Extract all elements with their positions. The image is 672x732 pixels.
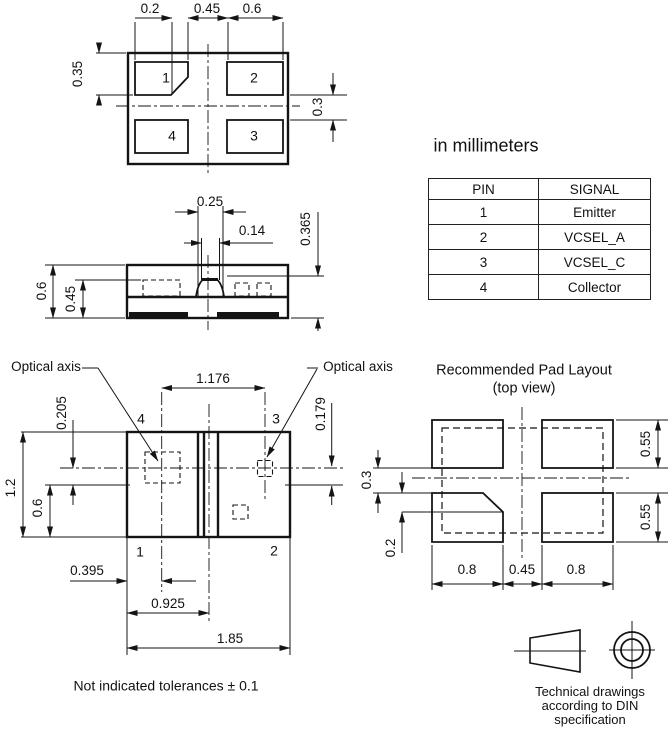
dim-row-gap: 0.3	[309, 97, 325, 117]
hidden-die-mid	[234, 282, 250, 297]
bottom-pad-3-label: 3	[272, 410, 280, 427]
table-row: 3 VCSEL_C	[428, 249, 651, 275]
layout-pad-top-right	[541, 419, 614, 469]
dim-body-height-bottom: 1.2	[2, 478, 18, 498]
bottom-view-drawing	[60, 367, 345, 622]
top-view-drawing	[116, 44, 300, 173]
dim-pad-height: 0.35	[69, 60, 85, 88]
dim-layout-chamfer: 0.2	[382, 538, 398, 558]
optical-axis-label-left: Optical axis	[11, 358, 81, 374]
pad-2-label: 2	[250, 69, 258, 86]
top-view-dimension-lines	[96, 15, 347, 142]
pin-cell: 3	[428, 249, 539, 275]
pad-layout-drawing	[412, 407, 632, 558]
din-projection-circles-icon	[609, 621, 655, 679]
dim-inner-height: 0.45	[62, 285, 78, 313]
optical-axis-label-right: Optical axis	[323, 358, 393, 374]
dim-axis-from-edge: 0.395	[70, 562, 104, 578]
side-solder-pad-right	[217, 312, 279, 317]
pad-4-shape	[134, 119, 189, 154]
bottom-view-dimension-lines	[20, 385, 343, 655]
table-row: 4 Collector	[428, 274, 651, 300]
dim-layout-pad-width-right: 0.8	[566, 561, 586, 577]
pad-3-shape	[226, 119, 284, 154]
pin-signal-table: PIN SIGNAL 1 Emitter 2 VCSEL_A 3 VCSEL_C…	[428, 178, 651, 300]
din-note-line3: specification	[554, 712, 626, 728]
pad-4-label: 4	[168, 127, 176, 144]
tolerance-note: Not indicated tolerances ± 0.1	[73, 677, 259, 694]
bottom-pad-2-label: 2	[270, 542, 278, 559]
layout-pad-bottom-left	[431, 492, 504, 543]
din-projection-cone-icon	[514, 629, 586, 673]
side-view-dimension-lines	[45, 206, 324, 331]
dim-axis-offset-right: 0.179	[312, 397, 328, 431]
signal-cell: VCSEL_C	[538, 249, 651, 275]
hidden-die-right	[256, 282, 272, 297]
hidden-die-left	[142, 279, 181, 297]
table-row: 1 Emitter	[428, 199, 651, 225]
dim-aperture: 0.14	[238, 222, 266, 238]
signal-cell: Emitter	[538, 199, 651, 225]
pin-cell: 4	[428, 274, 539, 300]
bottom-pad-4-label: 4	[137, 410, 145, 427]
din-note-line1: Technical drawings	[535, 684, 645, 700]
pad-layout-subtitle: (top view)	[492, 380, 556, 397]
dim-lens-base: 0.25	[196, 193, 224, 209]
side-body-outline	[125, 263, 290, 320]
din-note-line2: according to DIN	[541, 698, 639, 714]
layout-pad-top-left	[431, 419, 504, 469]
dim-pad-gap-top: 0.45	[193, 0, 221, 16]
dim-layout-pad-height-bottom: 0.55	[637, 503, 653, 531]
dim-lens-height: 0.365	[297, 212, 313, 246]
dim-pad-width-top: 0.6	[242, 0, 262, 16]
dim-chamfer-offset: 0.2	[140, 0, 160, 16]
dim-layout-pad-height-top: 0.55	[637, 430, 653, 458]
pad-layout-title: Recommended Pad Layout	[436, 362, 612, 379]
chip-outline-dashed	[441, 427, 604, 534]
pad-layout-dimension-lines	[373, 419, 668, 590]
units-note: in millimeters	[433, 135, 539, 156]
pin-column-header: PIN	[428, 178, 539, 200]
pad-1-shape	[134, 61, 189, 96]
dim-edge-height: 0.6	[29, 498, 45, 518]
signal-cell: Collector	[538, 274, 651, 300]
table-row: 2 VCSEL_A	[428, 224, 651, 250]
side-solder-pad-left	[129, 312, 188, 317]
pad-3-label: 3	[250, 127, 258, 144]
bottom-body-outline	[125, 430, 292, 539]
dim-axis-offset-left: 0.205	[53, 396, 69, 430]
dim-layout-row-gap: 0.3	[358, 470, 374, 490]
bottom-pad-1-label: 1	[136, 543, 144, 560]
pin-cell: 2	[428, 224, 539, 250]
pad-1-label: 1	[162, 69, 170, 86]
pad-2-shape	[226, 61, 284, 96]
lens-dome	[195, 278, 225, 298]
signal-cell: VCSEL_A	[538, 224, 651, 250]
aperture-small	[232, 504, 249, 520]
dim-layout-pad-width-left: 0.8	[457, 561, 477, 577]
pin-cell: 1	[428, 199, 539, 225]
dim-axis-pitch: 1.176	[196, 370, 230, 386]
signal-column-header: SIGNAL	[538, 178, 651, 200]
dim-half-width: 0.925	[151, 595, 185, 611]
dim-layout-pad-gap: 0.45	[508, 561, 536, 577]
dim-body-height-side: 0.6	[33, 281, 49, 301]
dim-body-width: 1.85	[216, 630, 244, 646]
optical-aperture-left	[144, 451, 181, 484]
layout-pad-bottom-right	[541, 492, 614, 543]
side-view-drawing	[125, 255, 290, 330]
